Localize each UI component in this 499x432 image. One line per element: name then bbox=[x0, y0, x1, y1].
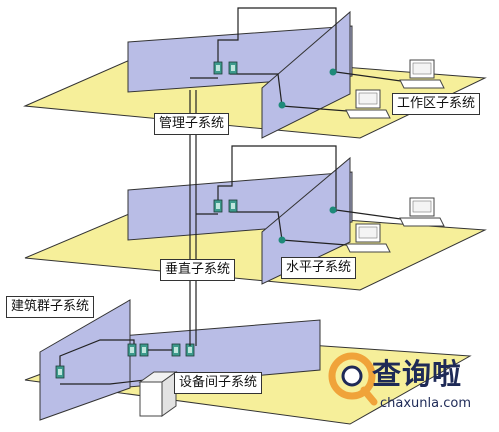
top-outlet-dot-upper bbox=[329, 68, 337, 76]
bottom-cable-loop bbox=[59, 339, 135, 370]
middle-patch-panel-left bbox=[213, 199, 223, 213]
equipment-cabinet bbox=[138, 371, 178, 417]
management-subsystem-label: 管理子系统 bbox=[154, 113, 230, 135]
top-patch-panel-right bbox=[228, 61, 238, 75]
middle-outlet-dot-upper bbox=[329, 206, 337, 214]
middle-cable-lower bbox=[230, 211, 283, 241]
middle-floor bbox=[24, 145, 487, 291]
middle-cable-loop bbox=[217, 145, 337, 212]
horizontal-subsystem-label: 水平子系统 bbox=[281, 257, 357, 279]
building-group-subsystem-label: 建筑群子系统 bbox=[6, 296, 95, 318]
watermark-name: 查询啦 bbox=[372, 357, 463, 391]
bottom-campus-connector bbox=[55, 365, 65, 379]
top-patch-panel-left bbox=[213, 61, 223, 75]
bottom-panel-a bbox=[127, 343, 137, 357]
middle-patch-panel-right bbox=[228, 199, 238, 213]
middle-outlet-dot-lower bbox=[278, 236, 286, 244]
building-group-wall bbox=[39, 299, 131, 421]
magnifier-logo-icon bbox=[328, 352, 378, 406]
equipment-room-subsystem-label: 设备间子系统 bbox=[174, 372, 263, 394]
top-cable-loop bbox=[217, 7, 337, 72]
bottom-panel-b bbox=[139, 343, 149, 357]
work-area-subsystem-label: 工作区子系统 bbox=[392, 93, 481, 115]
vertical-subsystem-label: 垂直子系统 bbox=[160, 259, 236, 281]
middle-cable-outlet bbox=[335, 209, 409, 221]
top-floor bbox=[23, 7, 487, 139]
bottom-panel-c bbox=[171, 343, 181, 357]
middle-workstation-back bbox=[399, 197, 445, 227]
top-cable-lower bbox=[230, 73, 283, 107]
watermark-url: chaxunla.com bbox=[380, 396, 471, 411]
middle-partition-wall bbox=[261, 156, 351, 285]
top-outlet-dot-lower bbox=[278, 101, 286, 109]
top-cable-outlet bbox=[335, 71, 409, 83]
